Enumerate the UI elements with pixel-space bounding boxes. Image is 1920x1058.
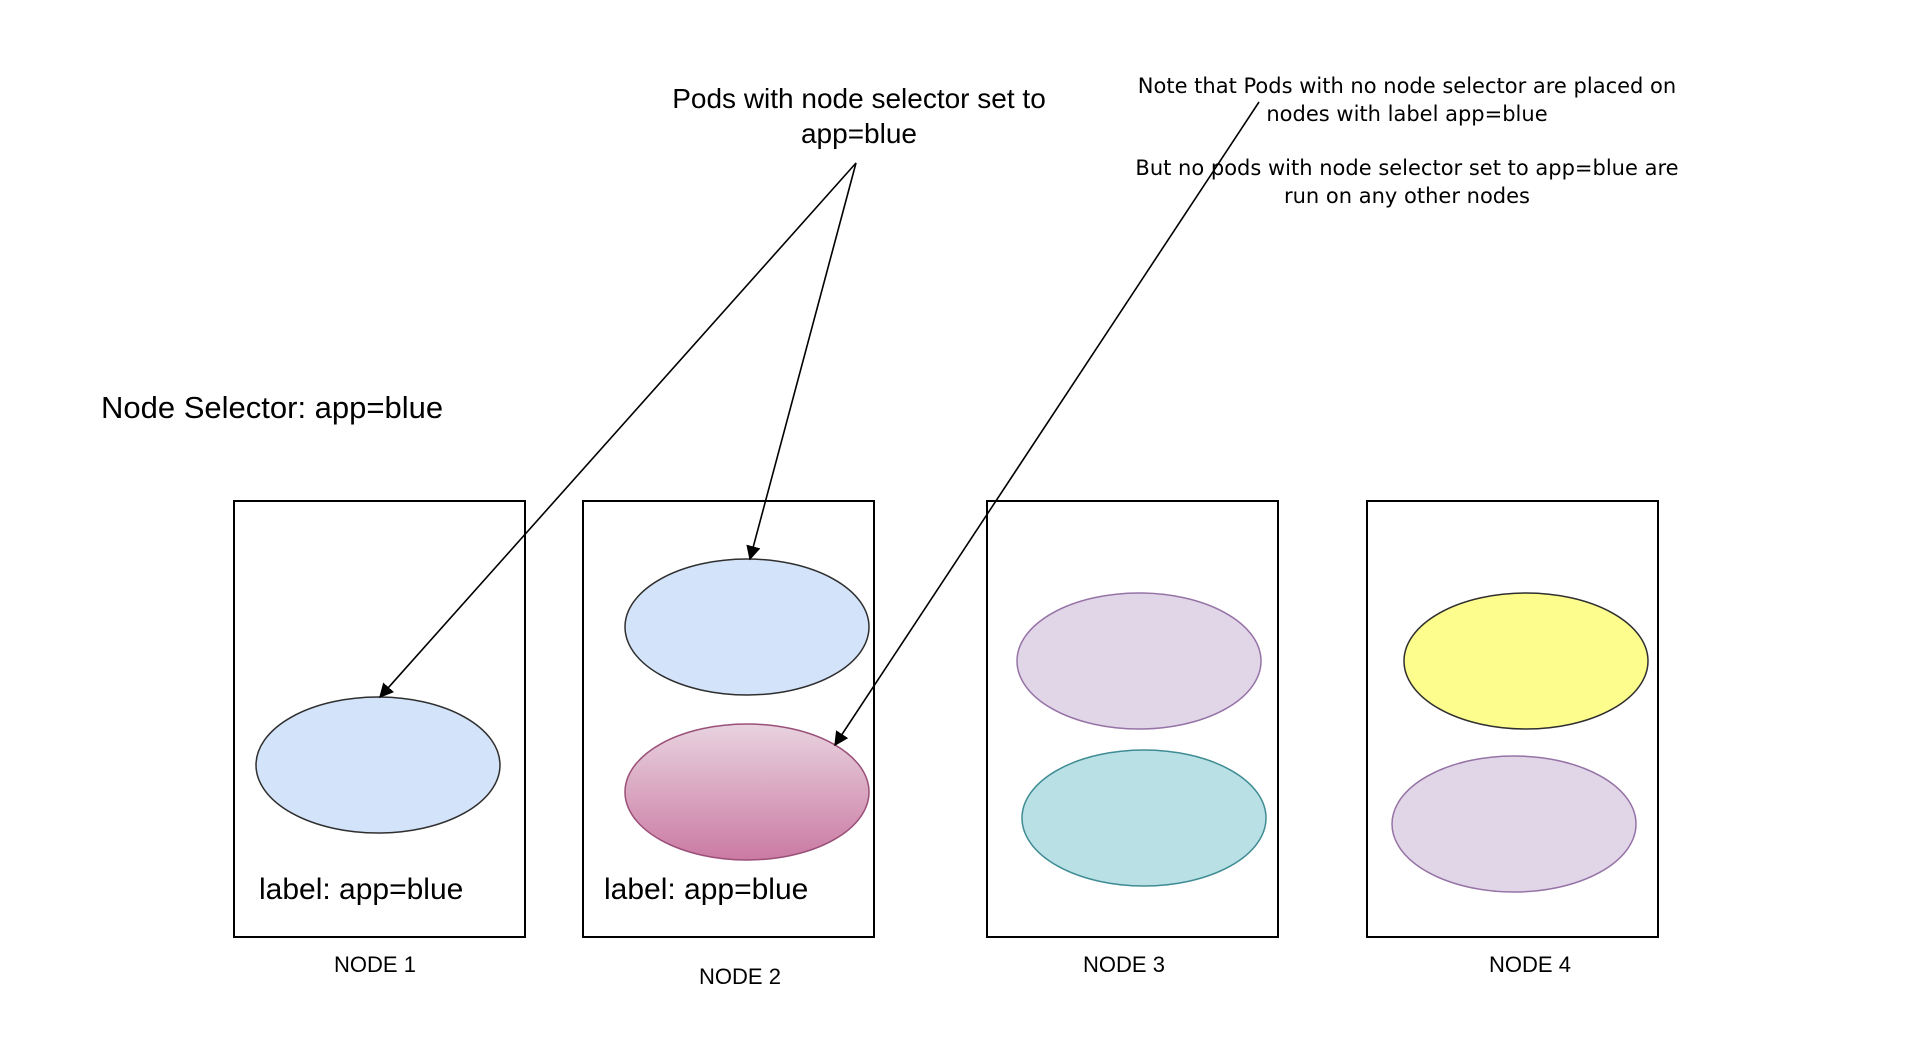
arrow-selector-to-node-2-pod <box>746 162 857 561</box>
pod-node-3-purple <box>1016 592 1262 730</box>
node-4-name: NODE 4 <box>1489 952 1571 977</box>
pod-node-2-pink <box>624 723 870 861</box>
node-4-box <box>1366 500 1659 938</box>
note-line-4: run on any other nodes <box>1284 184 1530 208</box>
diagram-heading: Node Selector: app=blue <box>101 390 443 425</box>
node-1-name: NODE 1 <box>334 952 416 977</box>
node-3-name: NODE 3 <box>1083 952 1165 977</box>
node-1-box <box>233 500 526 938</box>
note-line-1: Note that Pods with no node selector are… <box>1138 74 1676 98</box>
callout-pods-line-1: Pods with node selector set to <box>672 83 1046 114</box>
pod-node-4-yellow <box>1403 592 1649 730</box>
pod-node-1-blue <box>255 696 501 834</box>
arrow-note-to-node-2-pink-pod <box>834 101 1260 747</box>
callout-pods-with-selector: Pods with node selector set to app=blue <box>672 83 1046 149</box>
callout-pods-line-2: app=blue <box>801 118 917 149</box>
pod-node-3-teal <box>1021 749 1267 887</box>
note-line-2: nodes with label app=blue <box>1266 102 1547 126</box>
pod-node-4-purple <box>1391 755 1637 893</box>
node-2-label-text: label: app=blue <box>604 873 808 906</box>
note-text: Note that Pods with no node selector are… <box>1135 74 1678 208</box>
note-line-3: But no pods with node selector set to ap… <box>1135 156 1678 180</box>
node-2-name: NODE 2 <box>699 964 781 989</box>
node-2-box <box>582 500 875 938</box>
node-1-label-text: label: app=blue <box>259 873 463 906</box>
arrow-selector-to-node-1-pod <box>379 162 857 699</box>
pod-node-2-blue <box>624 558 870 696</box>
node-3-box <box>986 500 1279 938</box>
